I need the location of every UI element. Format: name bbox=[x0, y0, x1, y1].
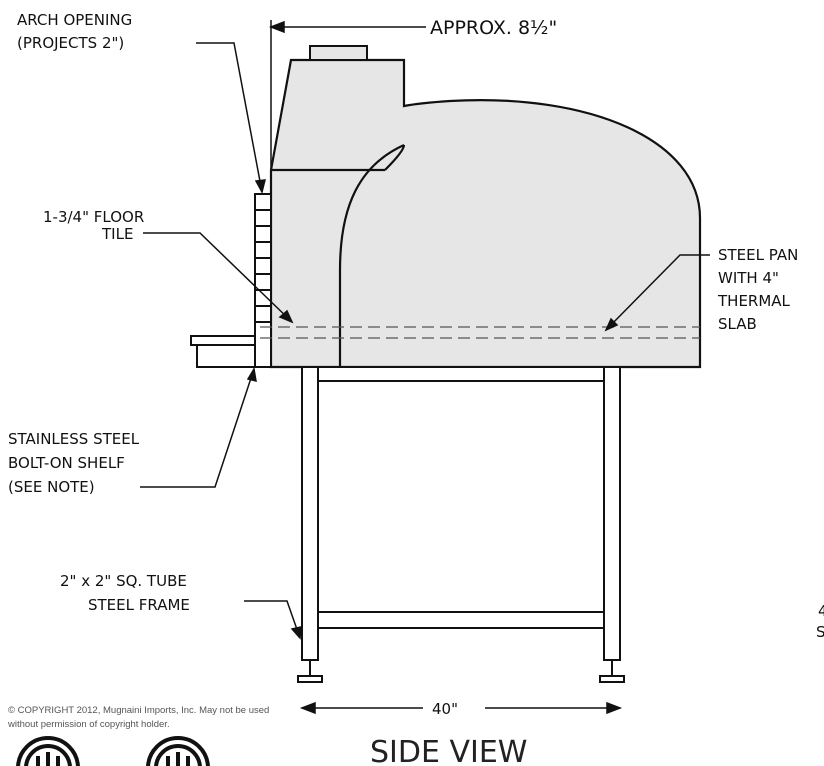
label-floor-tile-2: TILE bbox=[101, 225, 133, 243]
approx-dimension bbox=[268, 20, 426, 170]
label-width: 40" bbox=[432, 700, 458, 718]
dome-inner-arch bbox=[338, 143, 405, 367]
cut-label-2: S bbox=[816, 623, 824, 641]
width-dimension bbox=[299, 701, 623, 715]
ul-listing-mark-icon bbox=[146, 736, 210, 766]
label-arch-opening-1: ARCH OPENING bbox=[17, 11, 132, 29]
label-steel-pan-3: THERMAL bbox=[717, 292, 791, 310]
cut-label-1: 4 bbox=[818, 602, 824, 620]
leveling-feet bbox=[297, 660, 625, 683]
label-floor-tile-1: 1-3/4" FLOOR bbox=[43, 208, 144, 226]
steel-frame bbox=[301, 366, 621, 661]
label-frame-1: 2" x 2" SQ. TUBE bbox=[60, 572, 187, 590]
label-arch-opening-2: (PROJECTS 2") bbox=[17, 34, 124, 52]
chimney-cap bbox=[309, 45, 368, 61]
arch-opening-bricks bbox=[254, 193, 272, 368]
leader-lines bbox=[140, 42, 710, 640]
label-approx: APPROX. 8½" bbox=[430, 17, 557, 39]
label-steel-pan-1: STEEL PAN bbox=[718, 246, 798, 264]
label-shelf-2: BOLT-ON SHELF bbox=[8, 454, 125, 472]
copyright-notice: © COPYRIGHT 2012, Mugnaini Imports, Inc.… bbox=[8, 705, 270, 730]
label-shelf-3: (SEE NOTE) bbox=[8, 478, 95, 496]
drawing-title: SIDE VIEW bbox=[370, 735, 527, 766]
label-steel-pan-4: SLAB bbox=[718, 315, 757, 333]
label-frame-2: STEEL FRAME bbox=[88, 596, 190, 614]
label-shelf-1: STAINLESS STEEL bbox=[8, 430, 140, 448]
floor-slab-dashes bbox=[260, 326, 700, 339]
bolt-on-shelf bbox=[190, 335, 256, 368]
ul-listing-mark-icon bbox=[16, 736, 80, 766]
oven-body bbox=[269, 58, 702, 369]
label-steel-pan-2: WITH 4" bbox=[718, 269, 779, 287]
vent-step bbox=[384, 144, 406, 171]
